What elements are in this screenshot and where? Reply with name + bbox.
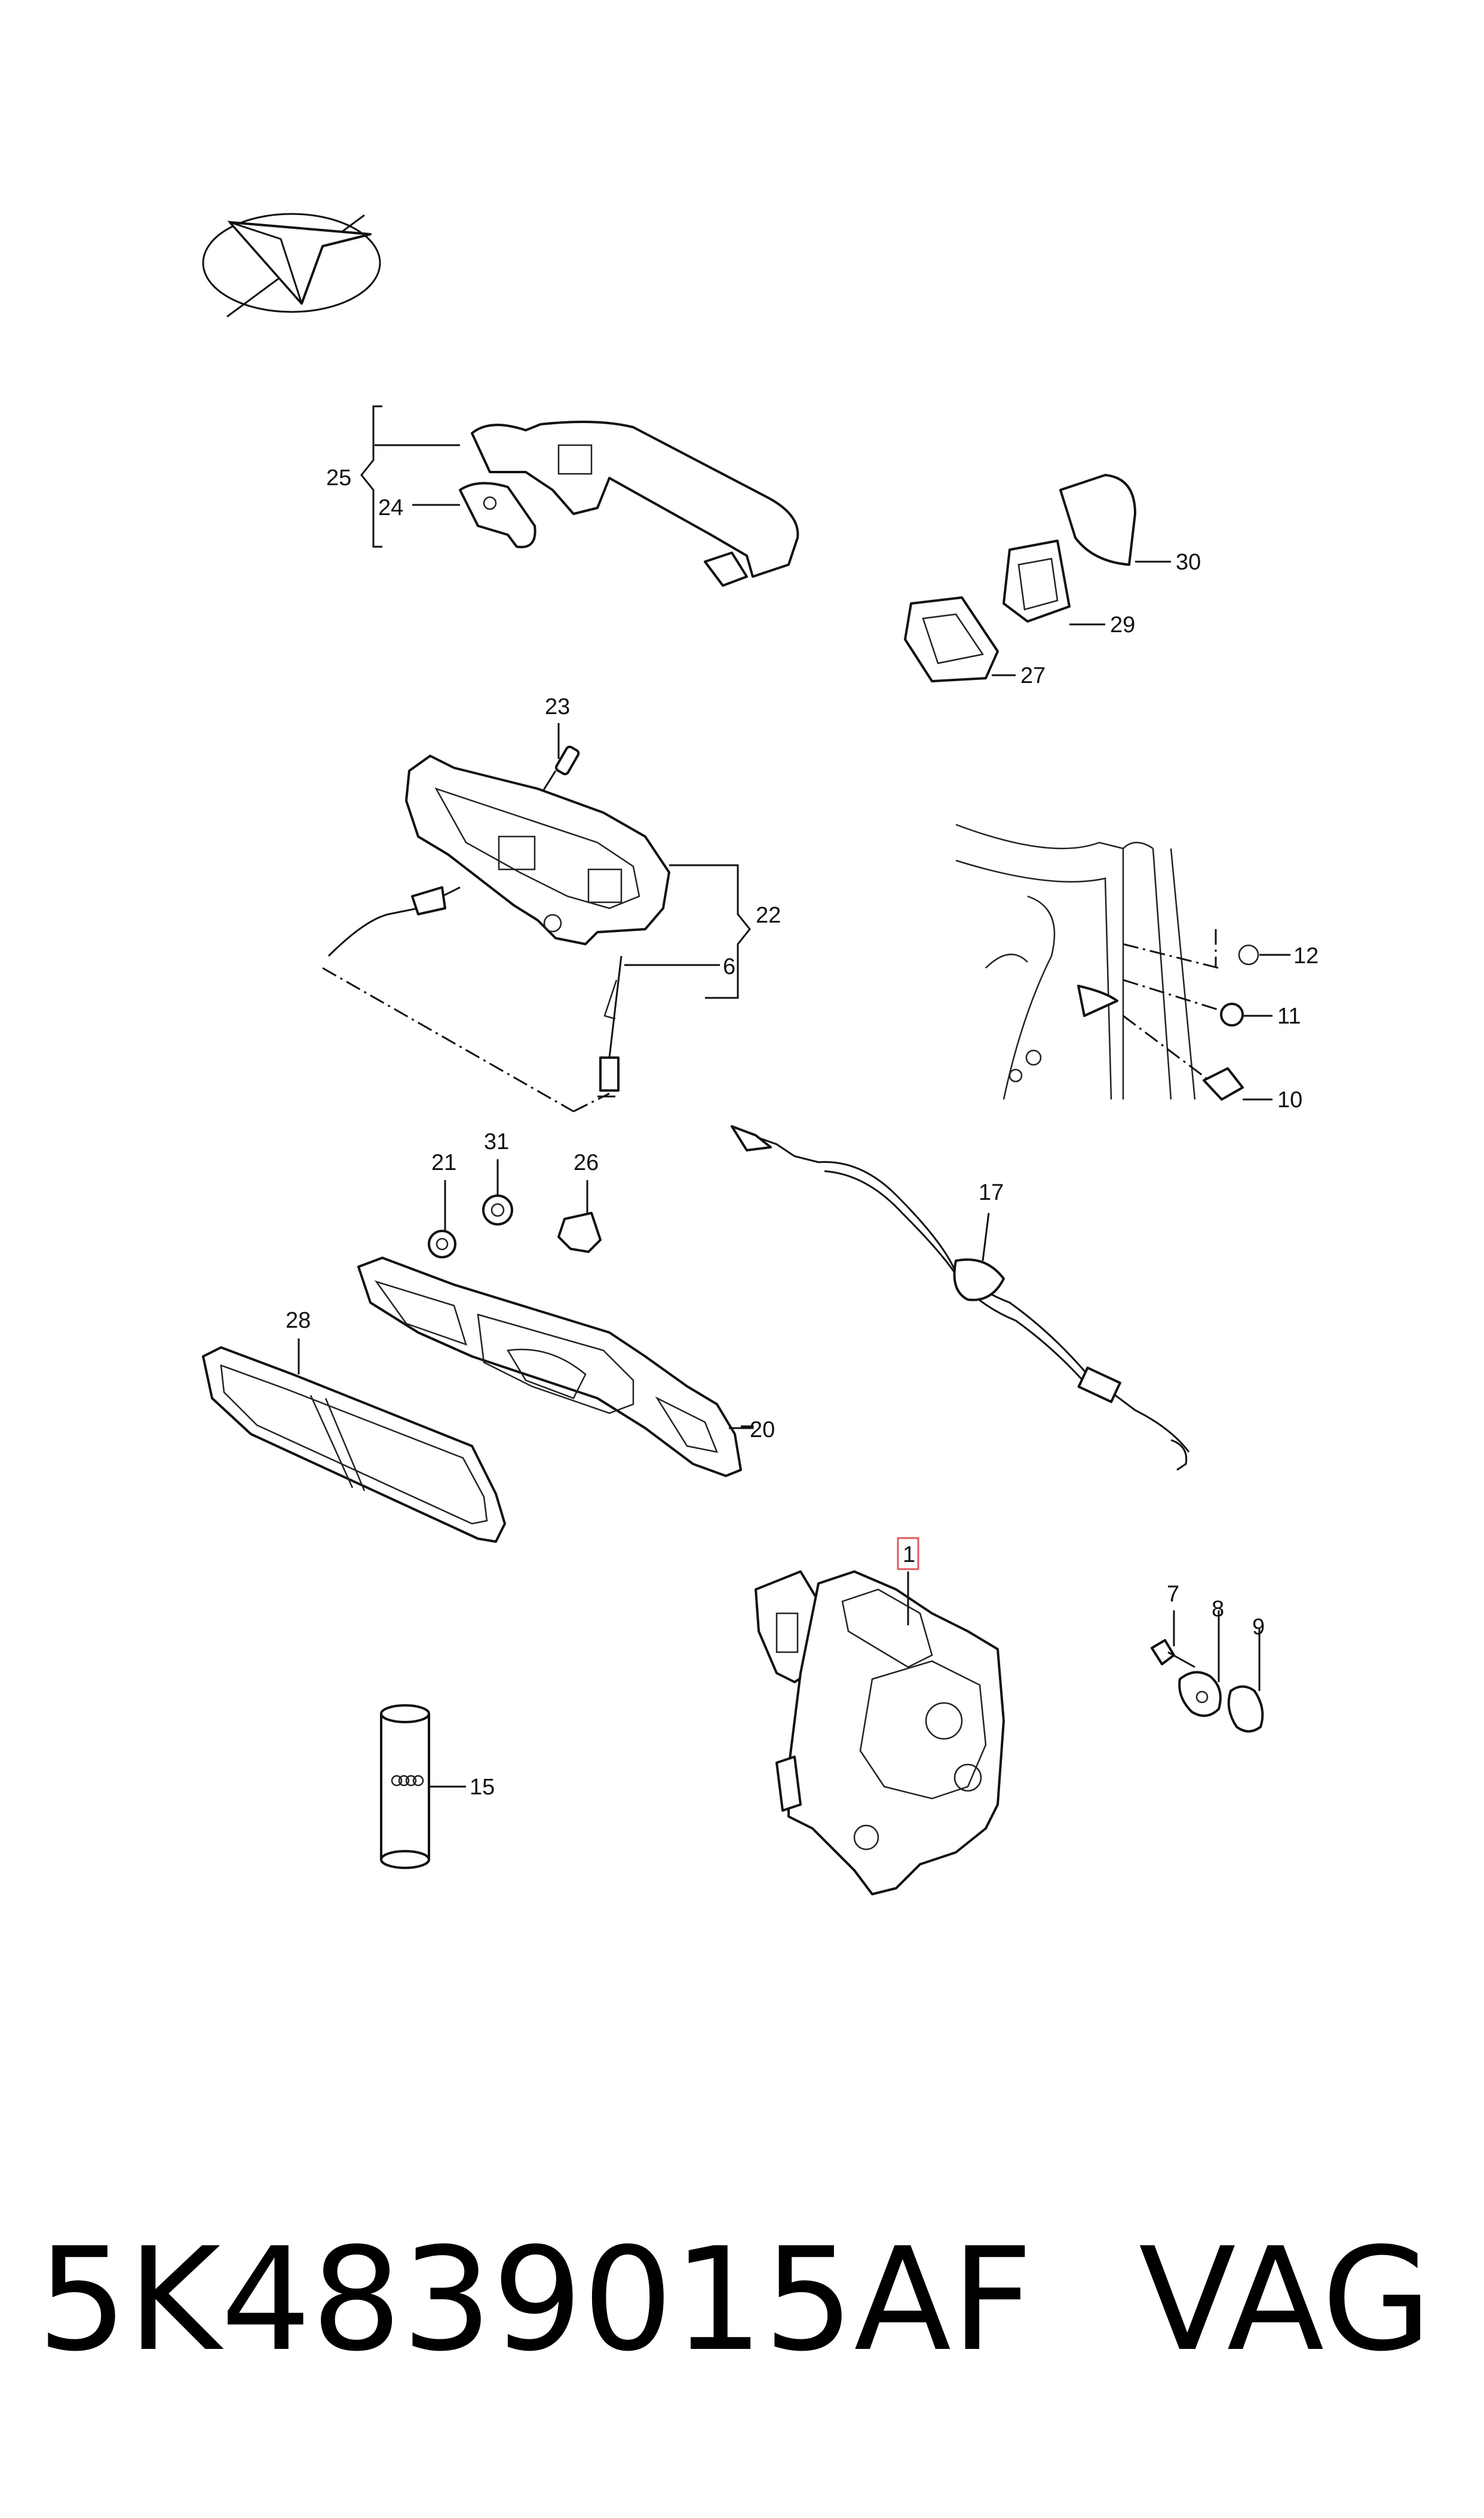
callout-21: 21 (431, 1150, 456, 1175)
callout-15: 15 (470, 1775, 495, 1800)
callout-17: 17 (979, 1180, 1004, 1205)
callout-10: 10 (1277, 1088, 1302, 1113)
washer-21 (428, 1230, 456, 1258)
callout-20: 20 (750, 1417, 775, 1442)
orientation-arrow-icon (202, 213, 381, 318)
lock-cylinder-cap (904, 474, 1136, 682)
callout-31: 31 (484, 1129, 509, 1154)
callout-26: 26 (574, 1150, 599, 1175)
callout-11: 11 (1277, 1004, 1301, 1029)
callout-28: 28 (286, 1308, 311, 1333)
clip-26 (557, 1212, 602, 1253)
leader-lines (298, 405, 1290, 1788)
callout-24: 24 (378, 495, 403, 520)
audi-rings-logo (391, 1775, 424, 1787)
brand-label: VAG (1139, 2217, 1432, 2383)
exterior-door-handle (459, 421, 799, 587)
callout-6: 6 (723, 954, 735, 979)
striker-assembly (1151, 1639, 1264, 1733)
washer-31 (482, 1194, 513, 1226)
callout-1: 1 (903, 1542, 915, 1567)
door-frame-section (955, 823, 1259, 1101)
lubricant-tube (380, 1704, 430, 1869)
handle-bracket (327, 755, 670, 957)
part-number-label: 5K4839015AF (37, 2217, 1034, 2383)
callout-30: 30 (1176, 550, 1201, 575)
callout-22: 22 (756, 903, 781, 928)
callout-29: 29 (1110, 612, 1135, 638)
callout-8: 8 (1212, 1597, 1224, 1622)
interior-handle-housing (357, 1257, 742, 1477)
callout-27: 27 (1020, 663, 1045, 688)
callout-9: 9 (1252, 1615, 1265, 1640)
callout-7: 7 (1167, 1582, 1179, 1607)
screw-23 (539, 745, 580, 795)
door-lock-actuator (755, 1570, 1005, 1895)
callout-25: 25 (326, 465, 351, 491)
handle-gasket (459, 482, 536, 549)
trim-frame (202, 1346, 506, 1543)
callout-12: 12 (1293, 944, 1319, 969)
release-cable (731, 1125, 1190, 1471)
release-rod (597, 955, 623, 1098)
callout-23: 23 (545, 694, 570, 719)
callout-1-highlight-box (897, 1537, 919, 1570)
